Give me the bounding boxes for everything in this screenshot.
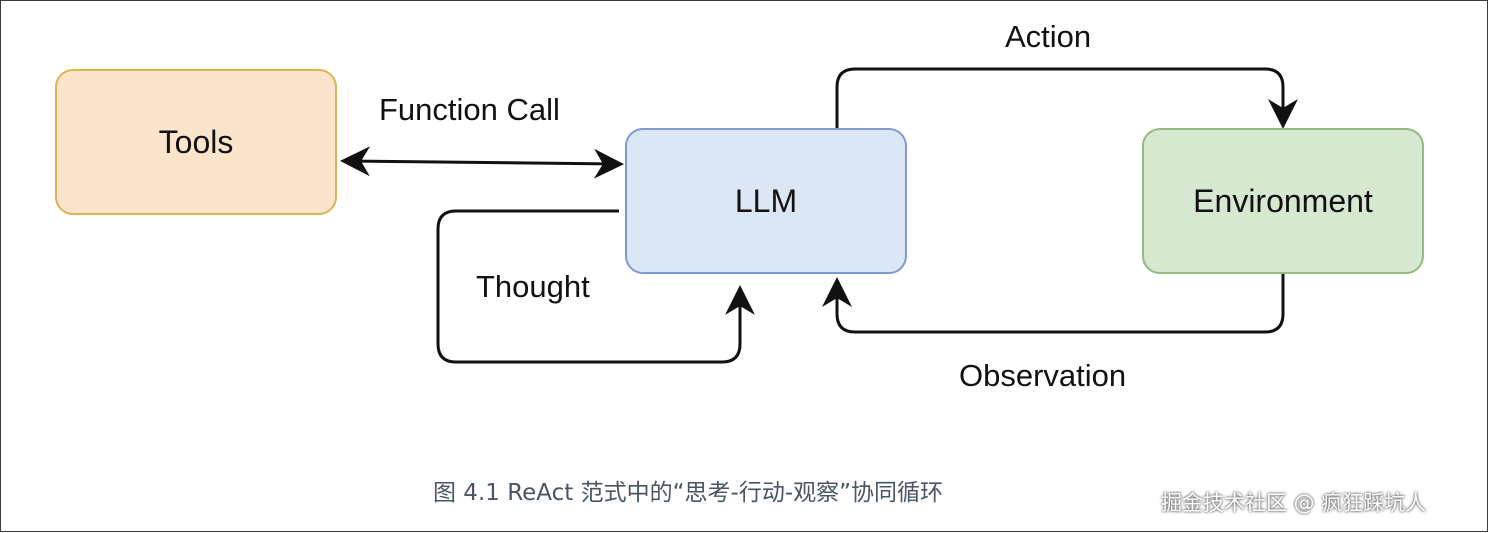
- llm-label: LLM: [734, 182, 798, 219]
- environment-node: Environment: [1142, 128, 1424, 274]
- action-arrow: [835, 67, 1298, 129]
- tools-label: Tools: [158, 123, 234, 160]
- function-call-arrow: [340, 146, 624, 179]
- function-call-edge-label: Function Call: [379, 92, 560, 127]
- thought-loop-arrow: [436, 209, 755, 364]
- figure-caption: 图 4.1 ReAct 范式中的“思考-行动-观察”协同循环: [433, 480, 944, 506]
- observation-edge-label: Observation: [959, 358, 1127, 393]
- action-edge-label: Action: [1005, 19, 1092, 54]
- watermark-text: 掘金技术社区 @ 疯狂踩坑人: [1161, 491, 1427, 515]
- thought-edge-label: Thought: [476, 269, 590, 304]
- observation-arrow: [822, 274, 1285, 334]
- environment-label: Environment: [1193, 182, 1373, 219]
- llm-node: LLM: [625, 128, 907, 274]
- tools-node: Tools: [55, 69, 337, 215]
